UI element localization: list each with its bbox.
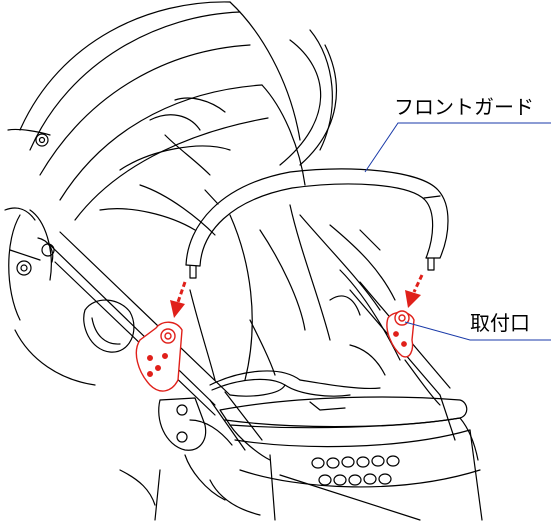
left-mount-port bbox=[135, 321, 183, 392]
front-guard-leader bbox=[364, 122, 551, 173]
side-knob bbox=[83, 299, 135, 353]
left-frame bbox=[4, 207, 96, 386]
right-mount-port bbox=[386, 310, 415, 358]
front-guard-label: フロントガード bbox=[394, 95, 534, 119]
front-wheel-bracket bbox=[119, 397, 261, 521]
red-arrow-icon bbox=[170, 281, 187, 318]
canopy bbox=[19, 1, 337, 236]
canopy-hinge bbox=[7, 128, 51, 147]
red-arrow-icon bbox=[405, 274, 424, 308]
seat-fabric bbox=[189, 204, 441, 406]
frame-tube bbox=[49, 231, 263, 451]
footrest bbox=[219, 396, 479, 461]
mount-port-label: 取付口 bbox=[470, 311, 530, 335]
mount-port-leader bbox=[404, 321, 551, 341]
front-guard-bar bbox=[185, 168, 449, 279]
basket-panel bbox=[234, 429, 483, 521]
right-frame-tube bbox=[349, 281, 456, 441]
